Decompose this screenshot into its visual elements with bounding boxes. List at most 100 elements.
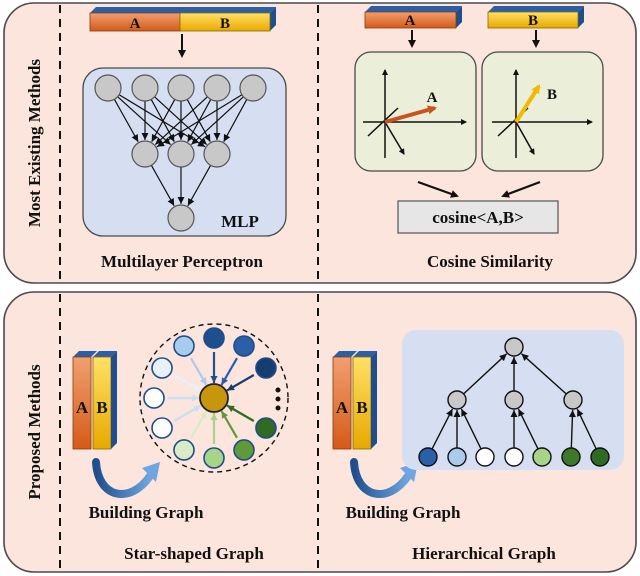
- mlp-node: [167, 74, 195, 102]
- hier-stack-b-label: B: [356, 398, 367, 417]
- hier-leaf-node: [561, 447, 581, 467]
- hier-stack-a-top: [333, 351, 357, 357]
- star-leaf-node: [151, 357, 173, 379]
- star-edge-head: [221, 410, 229, 419]
- star-ab-stack: A B: [72, 351, 117, 450]
- star-stack-b-top: [93, 351, 117, 357]
- mlp-node: [239, 74, 267, 102]
- mlp-edge-head: [203, 133, 211, 142]
- hier-mid-node: [563, 390, 583, 410]
- hier-build-curve: [350, 458, 412, 498]
- hier-edge: [460, 408, 482, 450]
- hier-graph-section: A B Building Graph Hierarchical Graph: [332, 330, 624, 563]
- star-build-arrowhead: [142, 462, 160, 482]
- hier-edge: [576, 408, 597, 450]
- cosine-formula: cosine<A,B>: [432, 208, 524, 227]
- top-panel: Most Existing Methods A B MLP Multilayer…: [3, 2, 637, 284]
- cosine-bar-a-face: [364, 11, 457, 29]
- hier-build-label: Building Graph: [346, 503, 461, 522]
- mlp-edge-head: [213, 133, 221, 140]
- star-build-curve: [92, 458, 154, 498]
- star-stack-a-label: A: [76, 398, 89, 417]
- cosine-bar-b-side: [578, 6, 584, 28]
- mlp-edge-head: [191, 137, 199, 145]
- cosine-bar-b-top: [488, 6, 584, 12]
- star-dashed-ring: [139, 323, 289, 473]
- mlp-caption: Multilayer Perceptron: [101, 252, 263, 271]
- mlp-node: [131, 140, 159, 168]
- star-stack-b-label: B: [96, 398, 107, 417]
- star-leaf-node: [173, 335, 195, 357]
- hier-stack-a-label: A: [336, 398, 349, 417]
- mlp-bar-b-label: B: [220, 16, 230, 32]
- hier-leaf-node: [504, 447, 524, 467]
- star-stack-a-top: [73, 351, 97, 357]
- star-edge-head: [210, 413, 218, 420]
- vector-a-diag-axis: [384, 121, 405, 155]
- mlp-edge: [117, 96, 172, 146]
- vector-box-b: [481, 51, 604, 172]
- cosine-formula-box: [397, 200, 559, 234]
- star-leaf-node: [151, 417, 173, 439]
- star-leaf-node: [203, 327, 225, 349]
- mlp-edge: [154, 96, 208, 145]
- star-edge-head: [210, 376, 218, 383]
- hier-edge-head: [568, 409, 576, 418]
- star-center-node: [199, 383, 229, 413]
- mlp-edge-head: [187, 197, 195, 206]
- star-edges: [168, 352, 255, 444]
- mlp-edge: [187, 165, 212, 207]
- star-edge-head: [226, 405, 235, 413]
- hier-edge: [517, 408, 539, 450]
- mlp-bar-b: [179, 12, 271, 32]
- mlp-input-bar: A B: [89, 7, 276, 32]
- hier-edge: [520, 353, 567, 395]
- star-edge-head: [193, 405, 202, 413]
- mlp-bar-top-face: [90, 7, 276, 13]
- cosine-caption: Cosine Similarity: [427, 252, 554, 271]
- hier-leaf-node: [475, 447, 495, 467]
- star-leaf-node: [233, 439, 255, 461]
- hier-edge-head: [510, 357, 518, 364]
- star-edge-head: [192, 394, 199, 402]
- mlp-bar-side-face: [270, 7, 276, 31]
- vector-space-b: B: [481, 51, 604, 172]
- hier-edge-head: [521, 353, 529, 361]
- mlp-edge-head: [156, 140, 165, 147]
- star-stack-side: [111, 351, 117, 449]
- mlp-node: [203, 140, 231, 168]
- mlp-edge-head: [131, 133, 139, 142]
- hier-edge-head: [453, 410, 461, 417]
- cosine-bar-a-label: A: [405, 13, 416, 29]
- cosine-bar-a: A: [364, 6, 462, 29]
- mlp-tag: MLP: [221, 212, 259, 231]
- ellipsis-dot: [275, 387, 281, 393]
- star-leaf-node: [143, 387, 165, 409]
- hier-leaf-node: [532, 447, 552, 467]
- hier-edge: [463, 353, 508, 395]
- hier-leaf-node: [447, 447, 467, 467]
- mlp-edges: [113, 94, 248, 207]
- mlp-edge: [156, 94, 243, 148]
- mlp-edge-head: [177, 133, 185, 140]
- hier-nodes: [418, 337, 610, 467]
- star-build-label: Building Graph: [89, 503, 204, 522]
- hier-caption: Hierarchical Graph: [412, 544, 556, 563]
- cosine-bar-b-label: B: [528, 13, 538, 29]
- cosine-section: A B A: [354, 6, 604, 271]
- hier-stack-side: [371, 351, 377, 449]
- mlp-node: [167, 204, 195, 232]
- mlp-edge-head: [187, 133, 195, 142]
- vector-a-label: A: [427, 90, 438, 106]
- star-stack-a: [72, 356, 92, 450]
- top-side-label: Most Existing Methods: [25, 59, 44, 228]
- hier-leaf-node: [418, 447, 438, 467]
- cosine-bar-b-face: [487, 11, 579, 29]
- hier-root-node: [504, 337, 524, 357]
- mlp-edge-head: [151, 133, 159, 142]
- cosine-bar-a-top: [365, 6, 462, 12]
- bottom-panel: Proposed Methods A B Building Graph: [3, 291, 637, 573]
- mlp-edge: [190, 96, 244, 145]
- cosine-bar-a-side: [456, 6, 462, 28]
